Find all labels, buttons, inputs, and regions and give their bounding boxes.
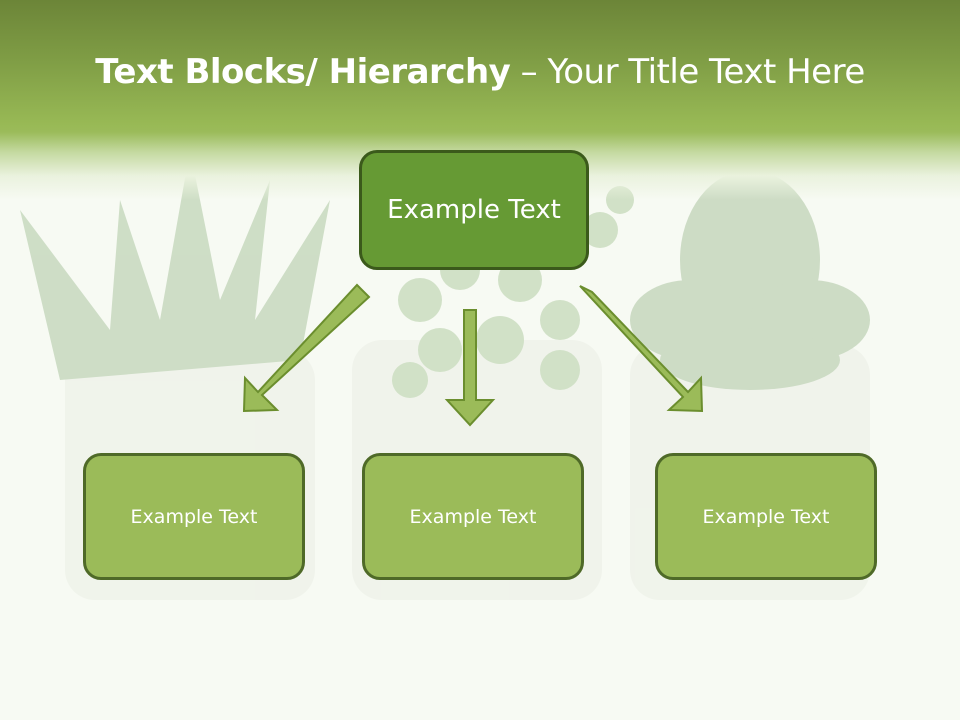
root-text-label: Example Text bbox=[387, 195, 561, 225]
child-text-block-2[interactable]: Example Text bbox=[362, 453, 584, 580]
arrow-down-right-icon bbox=[579, 285, 704, 413]
arrow-down-left-icon bbox=[242, 283, 371, 413]
title-bold-part: Text Blocks/ Hierarchy bbox=[95, 52, 511, 92]
title-separator: – bbox=[510, 52, 548, 92]
child-text-block-1[interactable]: Example Text bbox=[83, 453, 305, 580]
title-light-part: Your Title Text Here bbox=[547, 52, 865, 92]
child-text-block-3[interactable]: Example Text bbox=[655, 453, 877, 580]
child-text-label: Example Text bbox=[130, 505, 258, 528]
arrow-down-icon bbox=[444, 309, 496, 427]
slide-title: Text Blocks/ Hierarchy – Your Title Text… bbox=[0, 52, 960, 92]
child-text-label: Example Text bbox=[702, 505, 830, 528]
child-text-label: Example Text bbox=[409, 505, 537, 528]
root-text-block[interactable]: Example Text bbox=[359, 150, 589, 270]
